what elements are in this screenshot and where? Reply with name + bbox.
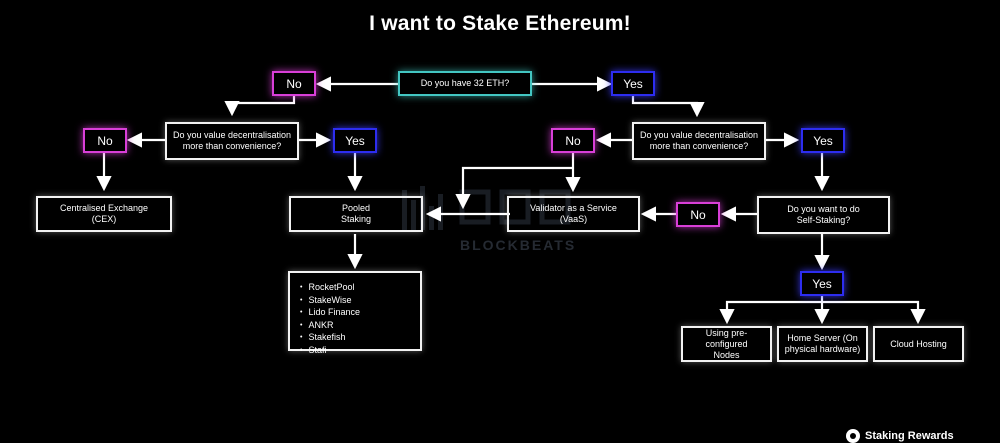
pool-provider-item: Stakefish <box>300 332 420 345</box>
pool-provider-item: ANKR <box>300 320 420 333</box>
page-title: I want to Stake Ethereum! <box>369 12 631 35</box>
arrow-no-pooled-branch <box>455 166 573 210</box>
arrow-yes-rightq <box>631 96 705 118</box>
staking-rewards-logo: Staking Rewards <box>846 429 954 443</box>
question-self-staking: Do you want to do Self-Staking? <box>757 196 890 234</box>
answer-yes-self-staking: Yes <box>800 271 844 296</box>
outcome-pooled-staking: Pooled Staking <box>289 196 423 232</box>
answer-yes-32-eth: Yes <box>611 71 655 96</box>
pool-provider-item: StakeWise <box>300 295 420 308</box>
arrow-yes-cloud <box>822 300 926 325</box>
pool-provider-item: RocketPool <box>300 282 420 295</box>
answer-yes-left-decentralisation: Yes <box>333 128 377 153</box>
brand-name: Staking Rewards <box>865 430 954 442</box>
option-home-server: Home Server (On physical hardware) <box>777 326 868 362</box>
question-decentralisation-right: Do you value decentralisation more than … <box>632 122 766 160</box>
pool-provider-item: Stafi <box>300 345 420 358</box>
answer-no-self-staking: No <box>676 202 720 227</box>
answer-yes-right-decentralisation: Yes <box>801 128 845 153</box>
staking-rewards-icon <box>846 429 860 443</box>
answer-no-left-decentralisation: No <box>83 128 127 153</box>
answer-no-right-decentralisation: No <box>551 128 595 153</box>
question-have-32-eth: Do you have 32 ETH? <box>398 71 532 96</box>
outcome-validator-as-a-service: Validator as a Service (VaaS) <box>507 196 640 232</box>
pool-provider-item: Lido Finance <box>300 307 420 320</box>
arrow-yes-preconfigured <box>719 300 822 325</box>
pool-providers-list: RocketPool StakeWise Lido Finance ANKR S… <box>288 271 422 355</box>
option-cloud-hosting: Cloud Hosting <box>873 326 964 362</box>
outcome-centralised-exchange: Centralised Exchange (CEX) <box>36 196 172 232</box>
arrow-no-leftq <box>224 96 296 117</box>
answer-no-32-eth: No <box>272 71 316 96</box>
option-preconfigured-nodes: Using pre- configured Nodes <box>681 326 772 362</box>
question-decentralisation-left: Do you value decentralisation more than … <box>165 122 299 160</box>
watermark-text: BLOCKBEATS <box>460 237 577 253</box>
